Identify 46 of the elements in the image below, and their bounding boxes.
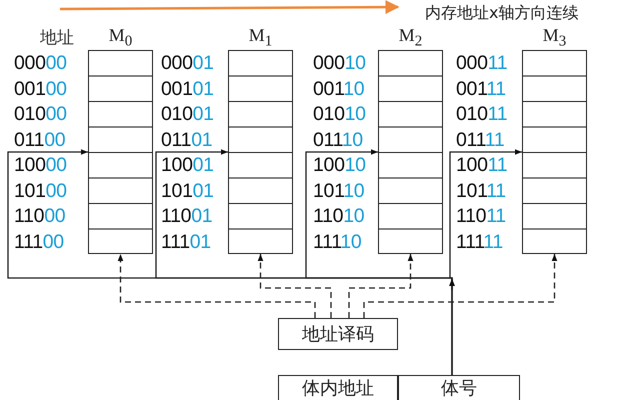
address-text: 11111 xyxy=(456,232,503,252)
address-text: 00010 xyxy=(313,53,366,73)
address-text: 01100 xyxy=(14,130,66,150)
module-label: M$_{1}$ xyxy=(248,24,274,52)
module-label: M$_{2}$ xyxy=(398,24,424,52)
address-text: 01110 xyxy=(313,130,363,150)
address-text: 11100 xyxy=(14,232,64,252)
address-text: 01001 xyxy=(161,104,214,124)
address-text: 01010 xyxy=(313,104,366,124)
address-text: 00000 xyxy=(14,53,67,73)
address-text: 11000 xyxy=(14,206,66,226)
address-text: 10100 xyxy=(14,180,67,200)
address-text: 00011 xyxy=(456,53,508,73)
address-text: 01101 xyxy=(161,130,212,150)
address-text: 00111 xyxy=(456,78,506,98)
arrow xyxy=(363,254,558,318)
address-text: 11001 xyxy=(161,206,212,226)
address-text: 10111 xyxy=(456,180,506,200)
address-text: 00100 xyxy=(14,78,67,98)
address-text: 10001 xyxy=(161,155,214,175)
arrow xyxy=(348,254,414,318)
address-text: 00001 xyxy=(161,53,214,73)
address-text: 10011 xyxy=(456,155,508,175)
module-label: M$_{3}$ xyxy=(542,24,568,52)
address-text: 01011 xyxy=(456,104,508,124)
arrow xyxy=(449,149,522,375)
address-text: 01000 xyxy=(14,104,67,124)
column-heading: 地址 xyxy=(40,27,74,49)
arrow xyxy=(258,254,332,318)
address-text: 10010 xyxy=(313,155,366,175)
module-label: M$_{0}$ xyxy=(108,24,134,52)
address-text: 01111 xyxy=(456,130,504,150)
address-text: 00101 xyxy=(161,78,214,98)
heading-text: 内存地址x轴方向连续 xyxy=(425,3,578,24)
address-text: 11011 xyxy=(456,206,506,226)
logic-box: 体内地址 xyxy=(278,375,398,400)
arrow xyxy=(118,254,316,318)
address-text: 10101 xyxy=(161,180,214,200)
address-text: 00110 xyxy=(313,78,364,98)
address-text: 10000 xyxy=(14,155,67,175)
address-text: 11110 xyxy=(313,232,362,252)
address-text: 10110 xyxy=(313,180,364,200)
address-text: 11010 xyxy=(313,206,364,226)
address-text: 11101 xyxy=(161,232,211,252)
logic-box: 体号 xyxy=(398,375,520,400)
logic-box: 地址译码 xyxy=(278,318,398,350)
